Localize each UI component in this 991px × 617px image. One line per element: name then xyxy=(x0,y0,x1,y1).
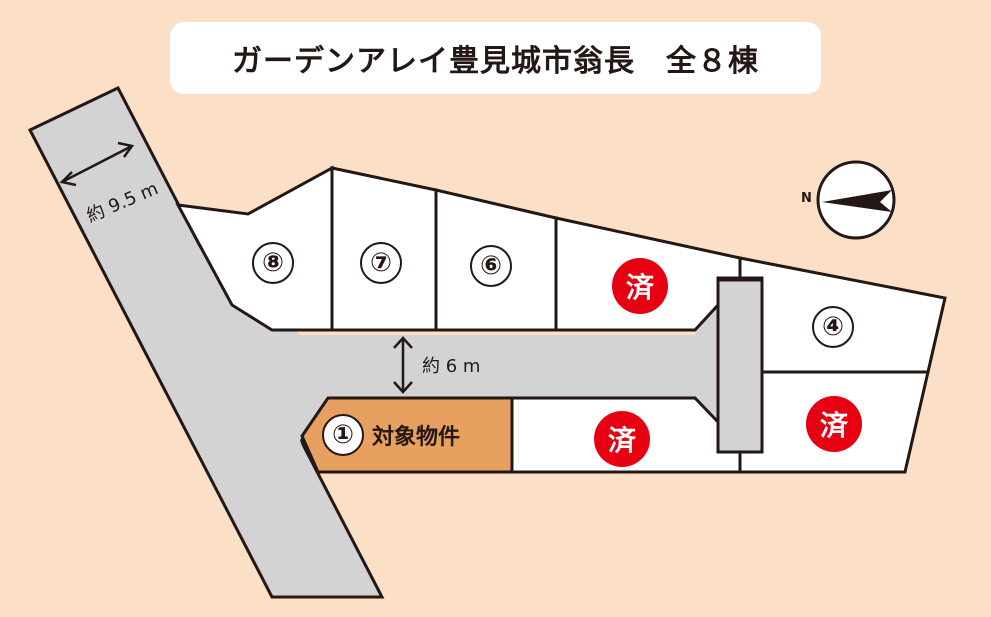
sold-badge-lot-2: 済 xyxy=(594,411,650,467)
lot-7-label: ⑦ xyxy=(360,242,402,284)
target-property-text: 対象物件 xyxy=(372,425,461,450)
page-title: ガーデンアレイ豊見城市翁長 全８棟 xyxy=(170,22,821,94)
sold-badge-lot-3: 済 xyxy=(806,396,862,452)
road-width-arrow-inner xyxy=(393,336,413,394)
turnaround xyxy=(716,278,764,454)
inner-road-width-label: 約 6 m xyxy=(422,356,481,377)
lot-6-label: ⑥ xyxy=(470,245,512,287)
compass-north-letter: N xyxy=(801,191,812,206)
sold-badge-lot-5: 済 xyxy=(612,258,668,314)
lot-1-label: ① xyxy=(322,414,364,456)
north-arrow-icon xyxy=(816,160,896,240)
inner-road xyxy=(175,205,762,470)
target-property-label: ① 対象物件 xyxy=(322,414,460,456)
lot-4-label: ④ xyxy=(812,306,854,348)
road-width-arrow-main xyxy=(59,141,135,187)
lot-8-label: ⑧ xyxy=(252,242,294,284)
